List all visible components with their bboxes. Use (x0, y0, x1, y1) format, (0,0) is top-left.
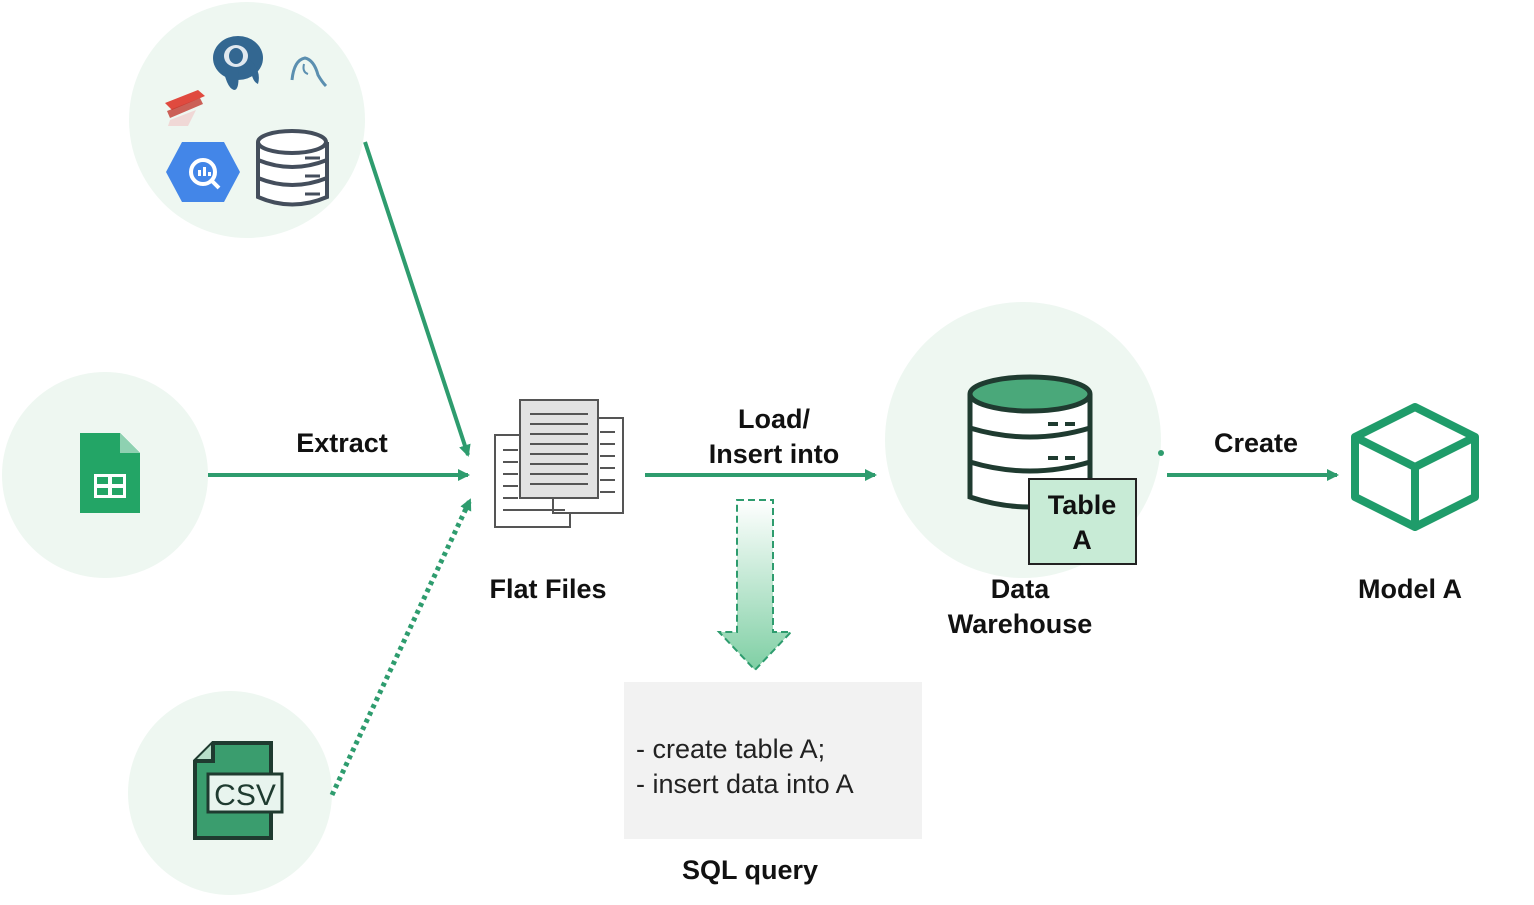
database-icon (256, 129, 329, 207)
redis-icon (165, 90, 205, 126)
csv-file-icon: CSV (193, 741, 284, 840)
sql-box (624, 682, 922, 839)
sql-down-arrow (716, 499, 794, 672)
extract-label: Extract (296, 428, 388, 458)
google-sheets-icon (80, 433, 140, 513)
sql-line-2: - insert data into A (636, 769, 854, 799)
bigquery-icon (166, 142, 240, 202)
sources-circle (129, 2, 365, 238)
warehouse-label-line1: Data (991, 574, 1051, 604)
csv-to-flatfiles-arrow (329, 498, 473, 797)
model-label: Model A (1358, 574, 1462, 604)
sources-to-flatfiles-arrow (363, 141, 471, 457)
create-arrow-tail (1158, 450, 1164, 456)
warehouse-label-line2: Warehouse (948, 609, 1093, 639)
cube-model-icon (1351, 403, 1479, 531)
table-a-badge: Table A (1028, 478, 1137, 565)
mysql-icon (290, 56, 328, 88)
load-label-line2: Insert into (709, 439, 840, 469)
flat-files-icon (494, 399, 624, 528)
svg-text:CSV: CSV (214, 779, 276, 812)
sql-query-label: SQL query (682, 855, 818, 885)
load-label-line1: Load/ (738, 404, 810, 434)
table-badge-line1: Table (1048, 490, 1117, 520)
table-badge-line2: A (1072, 525, 1092, 555)
flat-files-label: Flat Files (489, 574, 606, 604)
create-label: Create (1214, 428, 1298, 458)
sql-line-1: - create table A; (636, 734, 825, 764)
postgresql-icon (213, 36, 263, 90)
